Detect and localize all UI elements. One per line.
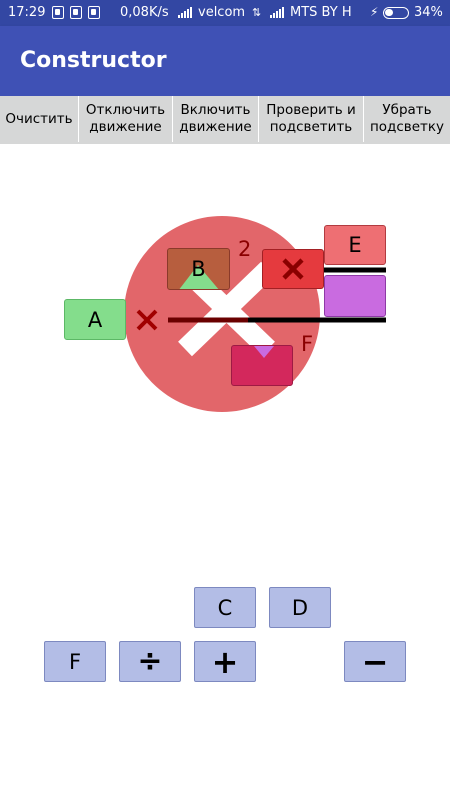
close-icon — [282, 258, 304, 280]
block-e[interactable]: E — [324, 225, 386, 265]
enable-movement-button[interactable]: Включить движение — [173, 96, 259, 142]
block-f-label: F — [301, 332, 314, 356]
clear-button[interactable]: Очистить — [0, 96, 79, 142]
status-time: 17:29 — [8, 5, 46, 20]
signal-icon — [178, 7, 192, 18]
notification-icon — [52, 6, 64, 19]
purple-block[interactable] — [324, 275, 386, 317]
construction-canvas[interactable]: A B 2 E F C D F ÷ + − — [0, 144, 450, 800]
palette-c-button[interactable]: C — [194, 587, 256, 628]
network-speed: 0,08K/s — [120, 5, 169, 20]
magenta-block[interactable] — [231, 345, 293, 386]
plus-button[interactable]: + — [194, 641, 256, 682]
app-bar: Constructor — [0, 26, 450, 96]
minus-button[interactable]: − — [344, 641, 406, 682]
data-arrows-icon: ⇅ — [252, 6, 262, 19]
status-bar: 17:29 0,08K/s velcom ⇅ MTS BY H ⚡ 34% — [0, 0, 450, 26]
remove-highlight-button[interactable]: Убрать подсветку — [364, 96, 450, 142]
block-b-label: B — [191, 257, 206, 281]
divide-button[interactable]: ÷ — [119, 641, 181, 682]
block-b[interactable]: B — [167, 248, 230, 290]
action-toolbar: Очистить Отключить движение Включить дви… — [0, 96, 450, 144]
error-block[interactable] — [262, 249, 324, 289]
app-title: Constructor — [20, 48, 167, 73]
battery-icon — [383, 7, 409, 19]
palette-d-button[interactable]: D — [269, 587, 331, 628]
palette-f-button[interactable]: F — [44, 641, 106, 682]
check-highlight-button[interactable]: Проверить и подсветить — [259, 96, 364, 142]
charging-icon: ⚡ — [370, 5, 379, 19]
carrier-2: MTS BY H — [290, 5, 352, 20]
block-a[interactable]: A — [64, 299, 126, 340]
error-mark-icon — [136, 309, 158, 331]
signal-icon — [270, 7, 284, 18]
connection-number-label: 2 — [238, 237, 252, 261]
notification-icon — [70, 6, 82, 19]
notification-icon — [88, 6, 100, 19]
battery-level: 34% — [414, 5, 443, 20]
carrier-1: velcom — [198, 5, 246, 20]
disable-movement-button[interactable]: Отключить движение — [79, 96, 173, 142]
